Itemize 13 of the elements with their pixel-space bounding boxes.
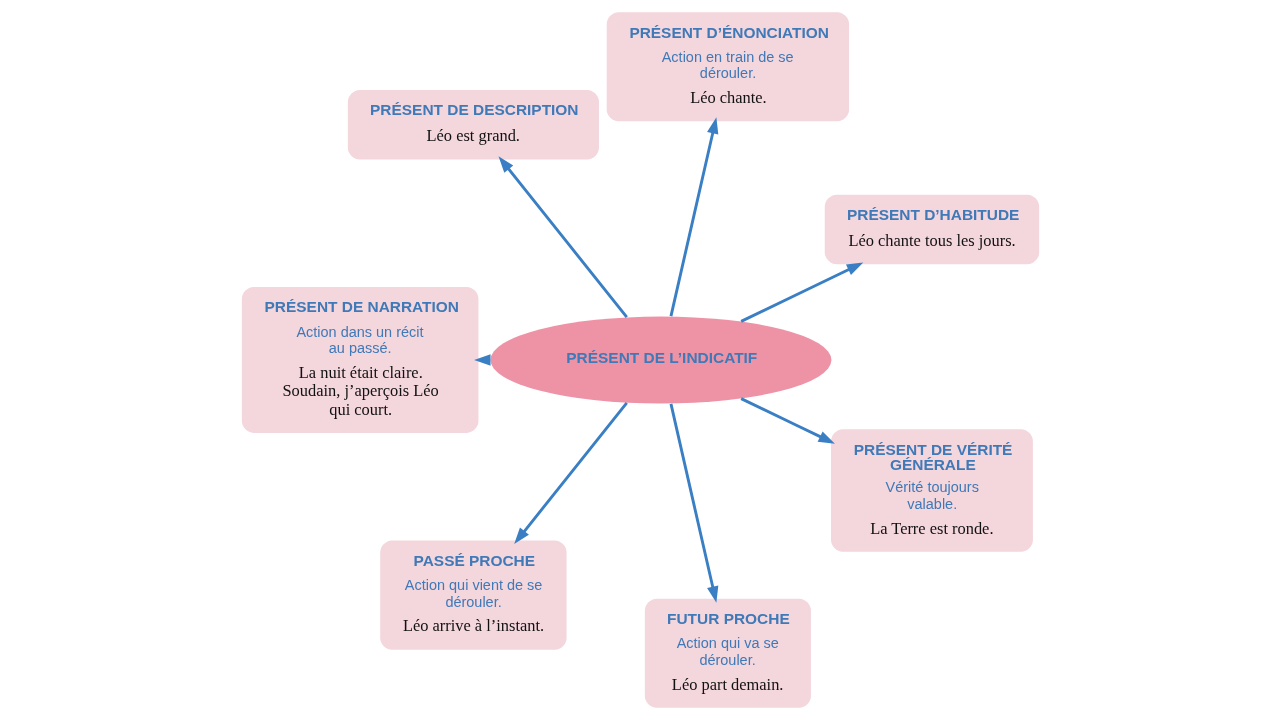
node-box: PRÉSENT DE VÉRITÉ GÉNÉRALE Vérité toujours valable. La Terre est ronde. bbox=[830, 429, 1033, 552]
arrow bbox=[513, 401, 628, 545]
arrow bbox=[669, 117, 718, 317]
arrow bbox=[498, 156, 628, 319]
arrow bbox=[669, 403, 718, 603]
node-box: PRÉSENT DE NARRATION Action dans un récit au passé. La nuit était claire. Soudain, j’aperçois Léo qui court. bbox=[241, 287, 478, 433]
arrow bbox=[740, 397, 835, 444]
node-box: PRÉSENT DE DESCRIPTION Léo est grand. bbox=[347, 90, 599, 160]
node-box: PRÉSENT D’ÉNONCIATION Action en train de se dérouler. Léo chante. bbox=[606, 12, 849, 122]
node-box: PRÉSENT D’HABITUDE Léo chante tous les jours. bbox=[824, 194, 1039, 265]
node-box: PASSÉ PROCHE Action qui vient de se dérouler. Léo arrive à l’instant. bbox=[379, 540, 567, 650]
node-box: FUTUR PROCHE Action qui va se dérouler. Léo part demain. bbox=[644, 598, 811, 708]
arrow bbox=[740, 262, 863, 323]
